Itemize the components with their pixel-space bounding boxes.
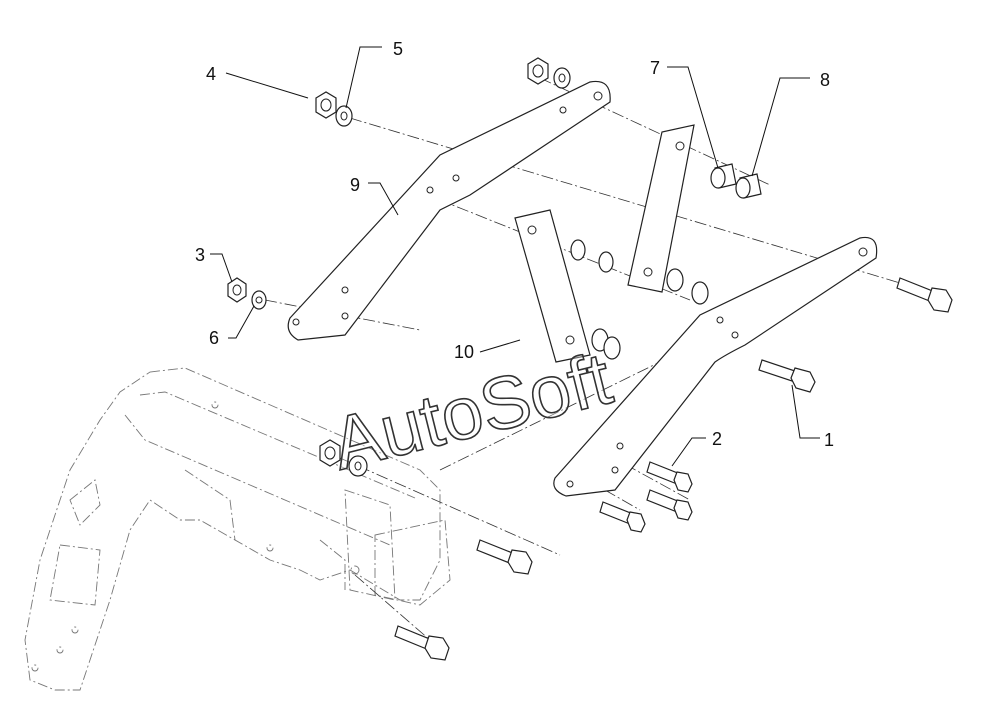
bracket-part-1 — [553, 236, 878, 497]
bolt-lower-1 — [476, 539, 533, 575]
callout-1: 1 — [824, 430, 834, 450]
callout-6: 6 — [209, 328, 219, 348]
leader-lines — [210, 46, 820, 467]
frame-ghost — [24, 367, 451, 691]
callout-9: 9 — [350, 175, 360, 195]
callout-4: 4 — [206, 64, 216, 84]
bolt-part-1 — [758, 359, 816, 393]
washer-part-5 — [335, 105, 353, 127]
nut-lower — [319, 439, 368, 477]
nut-part-3 — [227, 277, 247, 303]
callout-3: 3 — [195, 245, 205, 265]
bolt-lower-2 — [394, 625, 450, 661]
bolt-part-2 — [599, 461, 693, 533]
washer-part-6 — [251, 290, 267, 310]
callout-5: 5 — [393, 39, 403, 59]
callouts: 4 5 3 6 7 8 9 10 1 2 — [195, 39, 834, 450]
bushing-part-7 — [710, 163, 737, 189]
bolt-right — [896, 277, 953, 313]
link-right-part-10 — [627, 124, 695, 293]
bushings-middle — [570, 239, 709, 360]
link-left — [514, 209, 591, 363]
bushing-part-8 — [735, 173, 762, 199]
callout-10: 10 — [454, 342, 474, 362]
bracket-part-9 — [287, 80, 611, 341]
nut-top — [527, 57, 571, 89]
callout-2: 2 — [712, 429, 722, 449]
callout-7: 7 — [650, 58, 660, 78]
nut-part-4 — [315, 91, 337, 119]
callout-8: 8 — [820, 70, 830, 90]
